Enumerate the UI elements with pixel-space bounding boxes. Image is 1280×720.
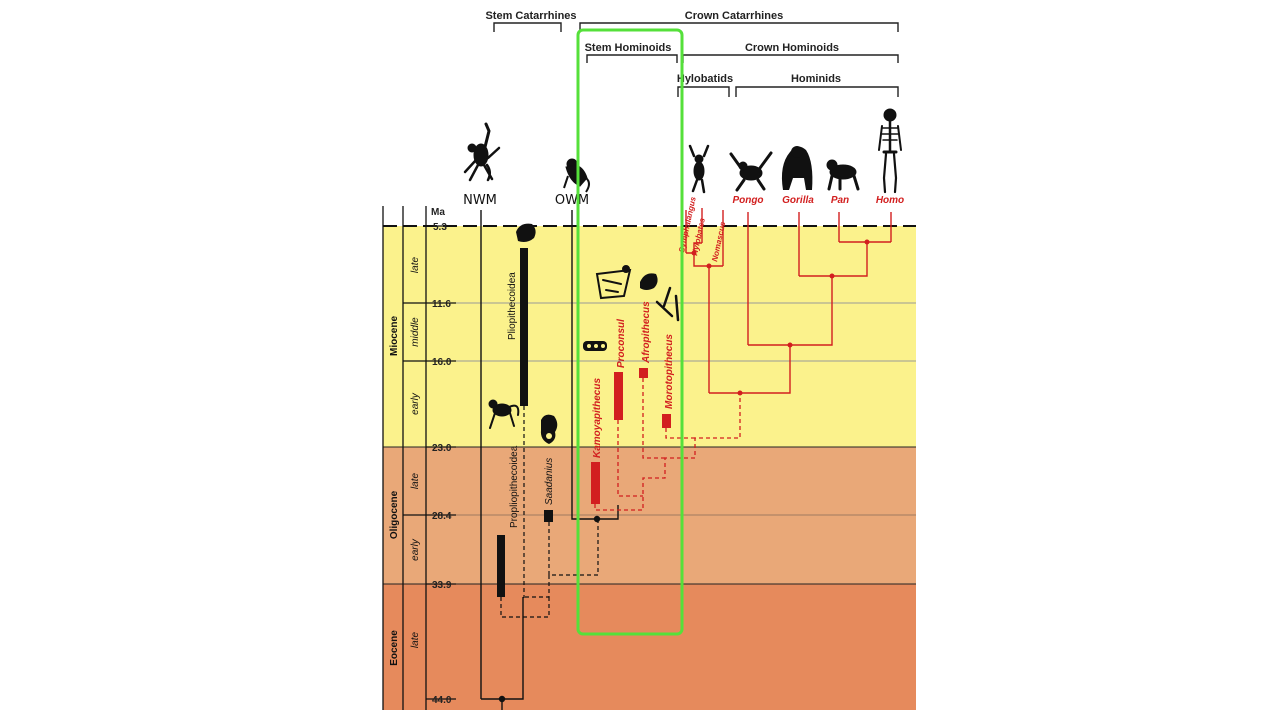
kamoyapithecus-bar <box>591 462 600 504</box>
afropithecus-bar <box>639 368 648 378</box>
morotopithecus-bar <box>662 414 671 428</box>
subepoch-label: early <box>410 538 421 561</box>
propliopithecoidea-lineage <box>497 535 550 618</box>
tick-label: 44.0 <box>432 695 452 706</box>
pliopithecoidea-lineage <box>520 248 528 598</box>
header-hylobatids: Hylobatids <box>677 73 733 85</box>
taxon-label-propliopithecoidea: Propliopithecoidea <box>509 445 520 528</box>
header-hominids: Hominids <box>791 73 841 85</box>
header-stem-hominoids: Stem Hominoids <box>585 42 672 54</box>
pongo-orangutan-icon <box>729 151 773 192</box>
pliopithecoid-skull-icon <box>516 223 536 242</box>
crown-hominoid-nodes <box>691 239 870 348</box>
proconsul-skeleton-icon <box>595 265 632 300</box>
axis-unit-label: Ma <box>431 207 445 218</box>
gorilla-icon <box>781 146 813 190</box>
timescale-columns <box>382 206 427 710</box>
taxon-label-saadanius: Saadanius <box>544 458 555 505</box>
header-stem-catarrhines: Stem Catarrhines <box>485 10 576 22</box>
miocene-band <box>383 226 916 447</box>
group-label-owm: OWM <box>555 193 589 208</box>
saadanius-skull-icon <box>540 414 558 444</box>
propliopithecoid-monkey-icon <box>488 399 520 429</box>
subepoch-label: late <box>410 473 421 490</box>
taxon-label-pan: Pan <box>831 195 849 206</box>
taxon-label-pliopithecoidea: Pliopithecoidea <box>507 272 518 340</box>
taxon-label-kamoyapithecus: Kamoyapithecus <box>592 378 603 458</box>
tick-label: 11.6 <box>432 299 451 310</box>
taxon-label-proconsul: Proconsul <box>616 319 627 368</box>
crown-hominoid-tree <box>685 208 892 394</box>
nwm-lineage <box>480 210 524 710</box>
header-brackets <box>493 22 899 97</box>
taxon-label-morotopithecus: Morotopithecus <box>664 334 675 409</box>
hylobatid-gibbon-icon <box>688 144 710 194</box>
kamoyapithecus-jaw-icon <box>583 341 607 351</box>
tick-label: 33.9 <box>432 580 452 591</box>
tick-label: 16.0 <box>432 357 452 368</box>
eocene-band <box>383 584 916 710</box>
saadanius-lineage <box>524 510 599 598</box>
taxon-label-gorilla: Gorilla <box>782 195 814 206</box>
morotopithecus-bone-icon <box>655 286 680 322</box>
subepoch-label: late <box>410 257 421 274</box>
tick-label: 28.4 <box>432 511 452 522</box>
pan-chimp-icon <box>826 159 860 191</box>
subepoch-label: late <box>410 632 421 649</box>
tick-label: 5.3 <box>433 222 447 233</box>
afropithecus-skull-icon <box>640 273 658 290</box>
gridlines <box>383 225 916 585</box>
tick-label: 23.0 <box>432 443 452 454</box>
proconsul-bar <box>614 372 623 420</box>
subepoch-label: middle <box>410 317 421 347</box>
subepoch-label: early <box>410 392 421 415</box>
taxon-label-afropithecus: Afropithecus <box>641 301 652 364</box>
header-crown-hominoids: Crown Hominoids <box>745 42 839 54</box>
homo-skeleton-icon <box>878 108 902 194</box>
epoch-oligocene: Oligocene <box>389 490 400 539</box>
taxon-label-homo: Homo <box>876 195 904 206</box>
crown-catarrhine-node <box>571 210 619 523</box>
taxon-label-pongo: Pongo <box>732 195 763 206</box>
stem-hominoids-highlight-box <box>576 28 684 636</box>
tick-marks <box>426 225 456 700</box>
group-label-nwm: NWM <box>463 193 497 208</box>
stem-hominoid-lineages <box>591 368 743 511</box>
epoch-miocene: Miocene <box>389 316 400 356</box>
nwm-monkey-icon <box>463 122 501 182</box>
epoch-eocene: Eocene <box>389 630 400 666</box>
header-crown-catarrhines: Crown Catarrhines <box>685 10 783 22</box>
